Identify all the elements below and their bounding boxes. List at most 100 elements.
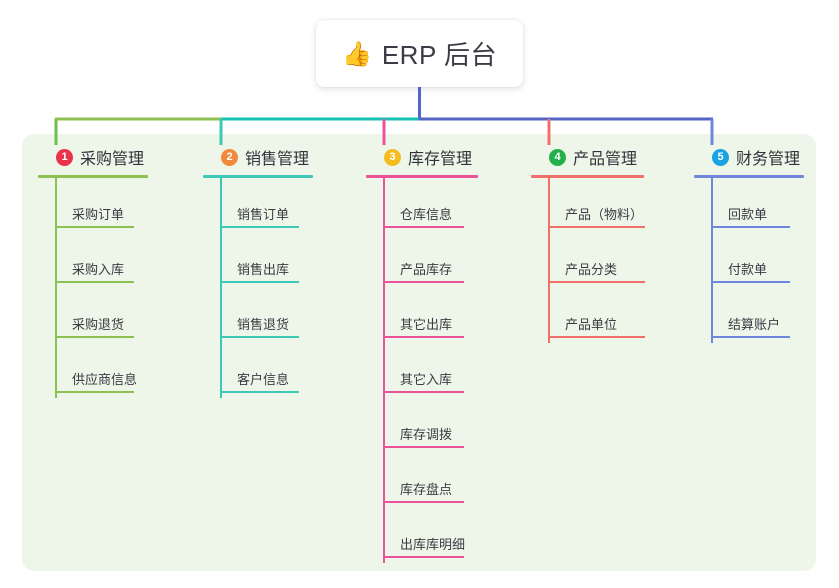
branch-spine (548, 178, 550, 343)
leaf-rule (56, 226, 134, 228)
leaf-rule (384, 281, 464, 283)
leaf-label: 销售订单 (237, 207, 290, 222)
leaf-node[interactable]: 销售退货 (221, 288, 353, 343)
branch-header[interactable]: 1 采购管理 (38, 144, 188, 170)
leaf-node[interactable]: 产品（物料） (549, 178, 686, 233)
leaf-rule (384, 446, 464, 448)
leaf-node[interactable]: 其它入库 (384, 343, 516, 398)
leaf-label: 采购入库 (72, 262, 125, 277)
branch-header[interactable]: 2 销售管理 (203, 144, 353, 170)
branch-header-rule (38, 175, 148, 178)
leaf-label: 产品单位 (565, 317, 618, 332)
branch-header[interactable]: 5 财务管理 (694, 144, 839, 170)
leaf-node[interactable]: 库存盘点 (384, 453, 516, 508)
branch-leaf-list: 销售订单销售出库销售退货客户信息 (203, 178, 353, 398)
leaf-node[interactable]: 库存调拨 (384, 398, 516, 453)
leaf-node[interactable]: 采购退货 (56, 288, 188, 343)
leaf-label: 结算账户 (728, 317, 781, 332)
leaf-label: 客户信息 (237, 372, 290, 387)
branch-leaf-list: 仓库信息产品库存其它出库其它入库库存调拨库存盘点出库库明细 (366, 178, 516, 563)
leaf-rule (56, 281, 134, 283)
leaf-node[interactable]: 出库库明细 (384, 508, 516, 563)
branch-title: 采购管理 (80, 151, 145, 168)
root-node-card[interactable]: 👍 ERP 后台 (316, 20, 523, 87)
leaf-rule (384, 226, 464, 228)
leaf-label: 库存调拨 (400, 427, 453, 442)
branch-leaf-list: 回款单付款单结算账户 (694, 178, 839, 343)
leaf-rule (56, 336, 134, 338)
branch-header-rule (203, 175, 313, 178)
leaf-label: 采购退货 (72, 317, 125, 332)
leaf-node[interactable]: 付款单 (712, 233, 839, 288)
branch-column: 5 财务管理回款单付款单结算账户 (694, 144, 839, 343)
branch-header-rule (531, 175, 644, 178)
leaf-rule (712, 226, 790, 228)
leaf-label: 库存盘点 (400, 482, 453, 497)
branch-number-badge: 3 (384, 148, 401, 166)
leaf-node[interactable]: 仓库信息 (384, 178, 516, 233)
branch-title: 财务管理 (736, 151, 801, 168)
branch-header[interactable]: 3 库存管理 (366, 144, 516, 170)
leaf-node[interactable]: 产品单位 (549, 288, 686, 343)
branch-title: 产品管理 (573, 151, 638, 168)
leaf-label: 付款单 (728, 262, 768, 277)
branch-number-badge: 1 (56, 148, 73, 166)
leaf-rule (56, 391, 134, 393)
leaf-label: 其它入库 (400, 372, 453, 387)
leaf-label: 销售出库 (237, 262, 290, 277)
leaf-label: 其它出库 (400, 317, 453, 332)
branch-leaf-list: 产品（物料） 产品分类产品单位 (531, 178, 686, 343)
leaf-rule (549, 226, 645, 228)
leaf-node[interactable]: 其它出库 (384, 288, 516, 343)
branch-title: 库存管理 (408, 151, 473, 168)
leaf-label: 产品库存 (400, 262, 453, 277)
leaf-node[interactable]: 采购订单 (56, 178, 188, 233)
branch-column: 4 产品管理产品（物料） 产品分类产品单位 (531, 144, 686, 343)
leaf-label: 供应商信息 (72, 372, 138, 387)
branch-number-badge: 4 (549, 148, 566, 166)
leaf-node[interactable]: 产品分类 (549, 233, 686, 288)
branch-header-rule (366, 175, 478, 178)
leaf-label: 产品（物料） (565, 207, 644, 222)
leaf-rule (221, 226, 299, 228)
leaf-rule (221, 391, 299, 393)
branch-column: 2 销售管理销售订单销售出库销售退货客户信息 (203, 144, 353, 398)
leaf-node[interactable]: 结算账户 (712, 288, 839, 343)
leaf-label: 销售退货 (237, 317, 290, 332)
leaf-rule (384, 501, 464, 503)
leaf-rule (384, 556, 464, 558)
branch-leaf-list: 采购订单采购入库采购退货供应商信息 (38, 178, 188, 398)
branch-spine (711, 178, 713, 343)
leaf-label: 产品分类 (565, 262, 618, 277)
leaf-rule (384, 336, 464, 338)
leaf-node[interactable]: 客户信息 (221, 343, 353, 398)
leaf-rule (712, 281, 790, 283)
leaf-node[interactable]: 回款单 (712, 178, 839, 233)
leaf-label: 回款单 (728, 207, 768, 222)
branch-number-badge: 2 (221, 148, 238, 166)
leaf-label: 出库库明细 (400, 537, 466, 552)
leaf-rule (549, 281, 645, 283)
leaf-label: 仓库信息 (400, 207, 453, 222)
leaf-node[interactable]: 销售出库 (221, 233, 353, 288)
root-title: ERP 后台 (381, 40, 498, 70)
leaf-rule (221, 336, 299, 338)
branch-spine (220, 178, 222, 398)
branch-column: 3 库存管理仓库信息产品库存其它出库其它入库库存调拨库存盘点出库库明细 (366, 144, 516, 563)
branch-column: 1 采购管理采购订单采购入库采购退货供应商信息 (38, 144, 188, 398)
branch-title: 销售管理 (245, 151, 310, 168)
leaf-node[interactable]: 产品库存 (384, 233, 516, 288)
leaf-rule (712, 336, 790, 338)
branch-spine (383, 178, 385, 563)
branch-spine (55, 178, 57, 398)
branch-number-badge: 5 (712, 148, 729, 166)
leaf-rule (549, 336, 645, 338)
leaf-node[interactable]: 采购入库 (56, 233, 188, 288)
leaf-rule (221, 281, 299, 283)
branch-header[interactable]: 4 产品管理 (531, 144, 686, 170)
leaf-node[interactable]: 销售订单 (221, 178, 353, 233)
leaf-node[interactable]: 供应商信息 (56, 343, 188, 398)
leaf-rule (384, 391, 464, 393)
thumbs-up-icon: 👍 (341, 40, 372, 68)
